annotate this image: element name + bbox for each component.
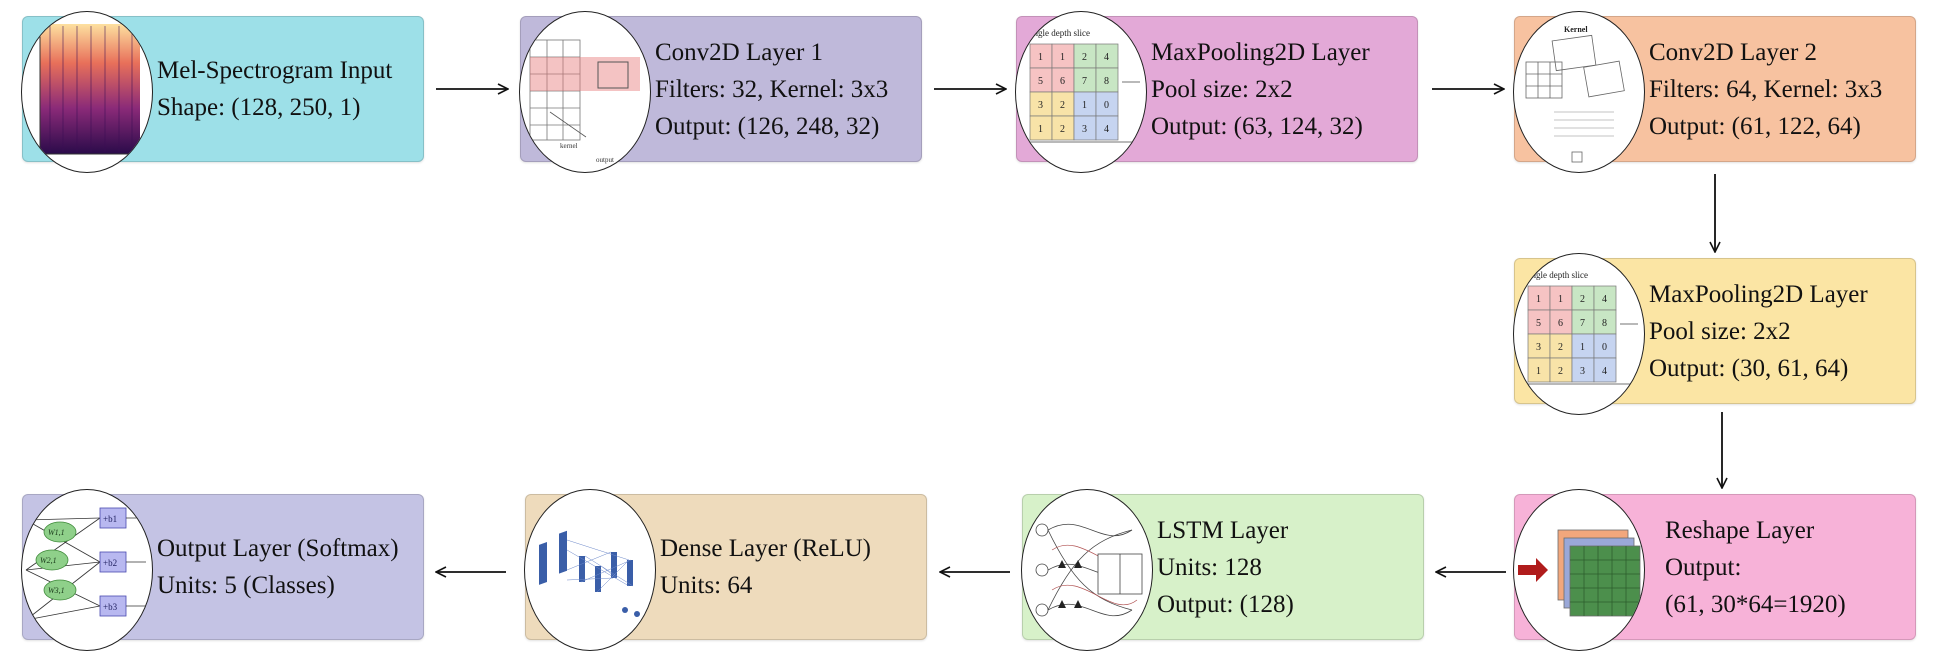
pool-grid-cell — [1095, 115, 1119, 141]
pool-grid-value: 3 — [1536, 342, 1541, 353]
node-line: Output: (61, 122, 64) — [1649, 112, 1861, 140]
pool-grid-value: 1 — [1536, 294, 1541, 305]
pool-grid-value: 3 — [1082, 124, 1087, 135]
kernel-title: Kernel — [1564, 25, 1588, 34]
pool-grid-value: 7 — [1580, 318, 1585, 329]
pool-grid-value: 3 — [1580, 366, 1585, 377]
node-line: Output: (128) — [1157, 590, 1294, 618]
node-line: Reshape Layer — [1665, 516, 1815, 544]
pool-grid-value: 5 — [1536, 318, 1541, 329]
node-output-layer: W1,1 W2,1 W3,1 +b1 +b2 +b3 Output Layer … — [21, 489, 424, 651]
bias-label: +b2 — [103, 558, 117, 568]
pool-grid-value: 8 — [1602, 318, 1607, 329]
kernel-label: kernel — [560, 142, 578, 150]
dense-network-icon — [524, 489, 656, 651]
pool-grid-value: 2 — [1580, 294, 1585, 305]
lstm-cell-icon — [1021, 489, 1153, 651]
node-line: Filters: 32, Kernel: 3x3 — [655, 75, 889, 103]
pool-grid-value: 0 — [1602, 342, 1607, 353]
weight-label: W3,1 — [48, 586, 65, 595]
node-maxpooling2d-layer-1: Single depth slice 1 1 2 4 5 6 7 8 3 2 1 0 1 2 3 4 MaxPo… — [1015, 11, 1418, 173]
pool-grid-value: 0 — [1104, 100, 1109, 111]
node-conv2d-layer-1: kernel output Conv2D Layer 1 Filters: 32… — [519, 11, 922, 173]
depth-slice-label: Single depth slice — [1026, 28, 1090, 38]
output-label: output — [596, 156, 614, 164]
pool-grid-value: 1 — [1580, 342, 1585, 353]
pool-grid-value: 4 — [1602, 366, 1607, 377]
node-line: (61, 30*64=1920) — [1665, 590, 1846, 618]
bias-label: +b3 — [103, 602, 118, 612]
pool-grid-value: 3 — [1038, 100, 1043, 111]
pool-grid-value: 1 — [1536, 366, 1541, 377]
pool-grid-value: 4 — [1104, 52, 1109, 63]
node-line: Dense Layer (ReLU) — [660, 535, 872, 562]
convolution-matrix-icon: Kernel — [1513, 11, 1645, 173]
node-line: Units: 128 — [1157, 553, 1262, 581]
pool-grid-value: 2 — [1558, 366, 1563, 377]
pool-grid-value: 1 — [1558, 294, 1563, 305]
node-line: Output: — [1665, 553, 1742, 581]
node-line: Output Layer (Softmax) — [157, 535, 399, 562]
pool-grid-value: 1 — [1060, 52, 1065, 63]
node-line: LSTM Layer — [1157, 516, 1289, 544]
pool-grid-value: 1 — [1082, 100, 1087, 111]
spectrogram-icon — [21, 11, 153, 173]
node-line: Output: (30, 61, 64) — [1649, 354, 1849, 382]
node-line: Shape: (128, 250, 1) — [157, 94, 361, 121]
node-line: Pool size: 2x2 — [1649, 317, 1791, 345]
pool-grid-value: 1 — [1038, 52, 1043, 63]
node-line: Pool size: 2x2 — [1151, 75, 1293, 103]
pool-grid-value: 6 — [1558, 318, 1563, 329]
softmax-weights-icon: W1,1 W2,1 W3,1 +b1 +b2 +b3 — [21, 489, 153, 651]
pool-grid-cell — [1593, 357, 1617, 383]
pool-grid-value: 4 — [1104, 124, 1109, 135]
node-line: Output: (126, 248, 32) — [655, 112, 880, 140]
pool-grid-value: 2 — [1558, 342, 1563, 353]
node-line: Conv2D Layer 2 — [1649, 38, 1818, 66]
node-line: Mel-Spectrogram Input — [157, 57, 393, 84]
bias-label: +b1 — [103, 514, 117, 524]
node-mel-spectrogram-input: Mel-Spectrogram Input Shape: (128, 250, … — [21, 11, 424, 173]
weight-label: W1,1 — [48, 528, 65, 537]
weight-label: W2,1 — [40, 556, 57, 565]
reshape-tensor-icon — [1513, 489, 1645, 651]
pool-grid-value: 1 — [1038, 124, 1043, 135]
pool-grid-value: 2 — [1060, 124, 1065, 135]
node-line: MaxPooling2D Layer — [1151, 38, 1370, 66]
node-line: MaxPooling2D Layer — [1649, 280, 1868, 308]
max-pooling-grid-icon: Single depth slice 1 1 2 4 5 6 7 8 3 2 1 0 1 2 3 4 — [1015, 11, 1147, 173]
pool-grid-value: 5 — [1038, 76, 1043, 87]
node-reshape-layer: Reshape Layer Output: (61, 30*64=1920) — [1513, 489, 1916, 651]
pool-grid-value: 4 — [1602, 294, 1607, 305]
node-dense-layer: Dense Layer (ReLU) Units: 64 — [524, 489, 927, 651]
node-lstm-layer: LSTM Layer Units: 128 Output: (128) — [1021, 489, 1424, 651]
node-maxpooling2d-layer-2: Single depth slice 1 1 2 4 5 6 7 8 3 2 1 0 1 2 3 4 MaxPo… — [1513, 253, 1916, 415]
pool-grid-value: 6 — [1060, 76, 1065, 87]
node-line: Output: (63, 124, 32) — [1151, 112, 1363, 140]
pool-grid-value: 8 — [1104, 76, 1109, 87]
convolution-kernel-icon: kernel output — [519, 11, 651, 173]
max-pooling-grid-icon: Single depth slice 1 1 2 4 5 6 7 8 3 2 1 0 1 2 3 4 — [1513, 253, 1645, 415]
pool-grid-value: 7 — [1082, 76, 1087, 87]
node-line: Units: 64 — [660, 572, 753, 599]
pool-grid-value: 2 — [1082, 52, 1087, 63]
node-conv2d-layer-2: Kernel Conv2D Layer 2 Filters: 64, Kerne… — [1513, 11, 1916, 173]
depth-slice-label: Single depth slice — [1524, 270, 1588, 280]
node-line: Conv2D Layer 1 — [655, 38, 824, 66]
pool-grid-value: 2 — [1060, 100, 1065, 111]
node-line: Units: 5 (Classes) — [157, 572, 335, 599]
node-line: Filters: 64, Kernel: 3x3 — [1649, 75, 1883, 103]
